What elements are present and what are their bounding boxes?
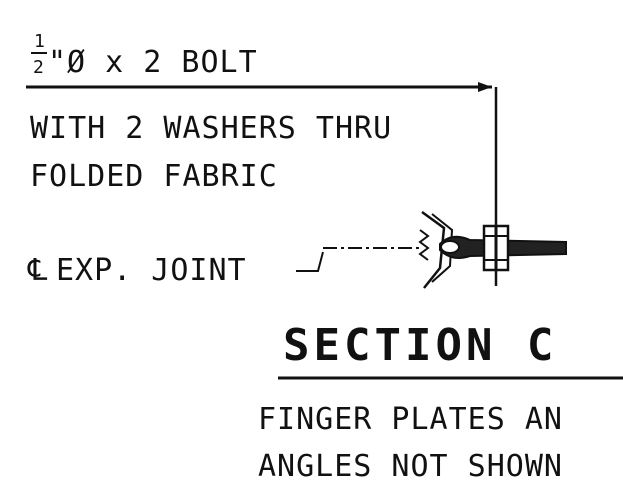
break-line <box>418 229 430 261</box>
note-line-1: FINGER PLATES AN <box>258 402 563 437</box>
section-title: SECTION C <box>283 320 557 371</box>
leader-arrowhead <box>478 82 492 92</box>
note-line-2: ANGLES NOT SHOWN <box>258 449 563 483</box>
bolt-label: "Ø x 2 BOLT <box>48 45 258 80</box>
fabric-fold-loop <box>440 240 460 254</box>
fraction-numerator: 1 <box>34 31 46 52</box>
centerline-symbol: ℄ <box>27 253 48 288</box>
washers-label: WITH 2 WASHERS THRU <box>30 111 392 146</box>
bolt-assembly <box>418 210 567 289</box>
exp-joint-label: EXP. JOINT <box>56 253 247 288</box>
joint-label-leader <box>296 251 324 272</box>
fabric-label: FOLDED FABRIC <box>30 159 278 194</box>
fraction-denominator: 2 <box>33 57 45 78</box>
